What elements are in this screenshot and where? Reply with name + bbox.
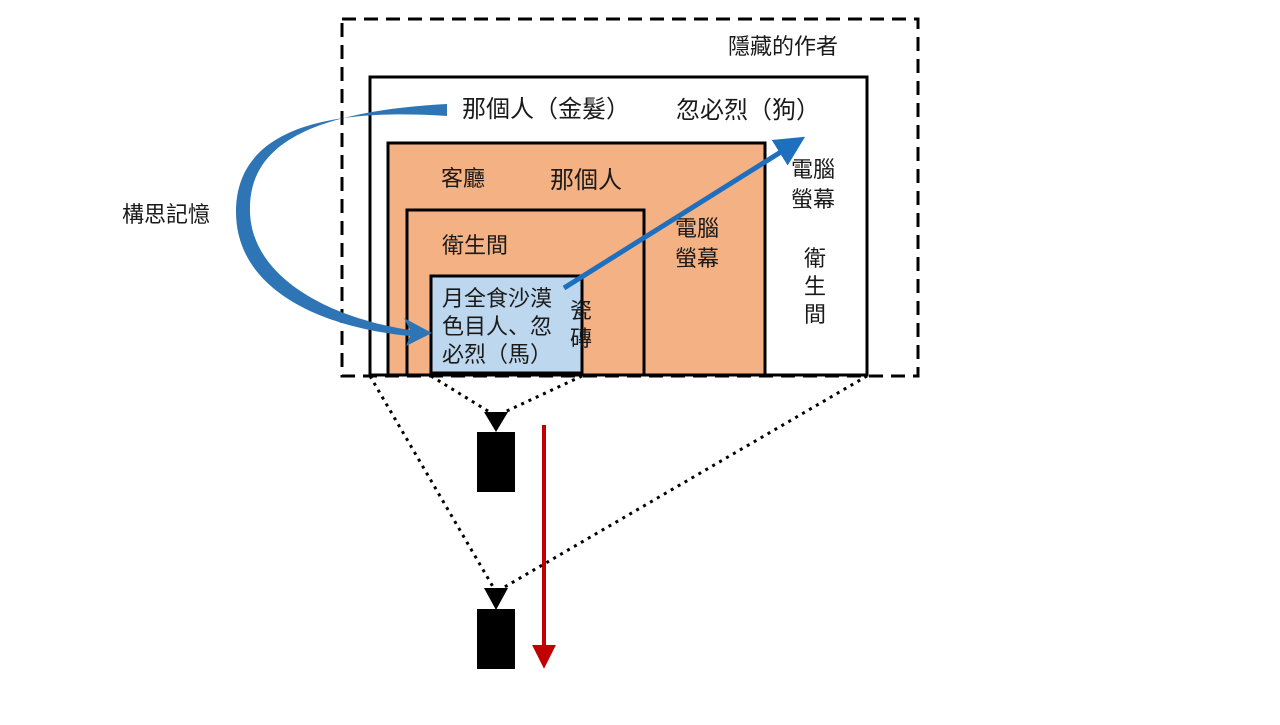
inner-text-line-2: 色目人、忽 xyxy=(442,315,552,340)
living-room-label: 客廳 xyxy=(441,167,485,192)
inner-text-line-3: 必烈（馬） xyxy=(442,343,552,368)
tiles-char-1: 瓷 xyxy=(570,299,592,324)
camera-icon xyxy=(477,588,515,669)
bathroom-outer-char-3: 間 xyxy=(804,303,826,328)
screen-inner-line-1: 電腦 xyxy=(675,217,719,242)
camera-icon xyxy=(477,412,515,492)
memory-label: 構思記憶 xyxy=(122,203,210,228)
bathroom-outer-char-2: 生 xyxy=(804,275,826,300)
dotted-line-1 xyxy=(430,374,497,418)
screen-outer-line-1: 電腦 xyxy=(791,158,835,183)
man-blond-label: 那個人（金髮） xyxy=(462,95,630,123)
tiles-char-2: 磚 xyxy=(570,327,592,352)
inner-story-box xyxy=(429,274,584,375)
memory-curve-arrow xyxy=(236,104,447,346)
bathroom-label: 衛生間 xyxy=(442,234,508,259)
dotted-line-2 xyxy=(495,374,583,418)
screen-outer-line-2: 螢幕 xyxy=(791,188,835,213)
hidden-author-label: 隱藏的作者 xyxy=(728,35,838,60)
blue-projection-arrow xyxy=(562,136,806,291)
that-person-label: 那個人 xyxy=(550,166,622,194)
dog-label: 忽必烈（狗） xyxy=(676,96,820,124)
dotted-line-4 xyxy=(495,374,868,594)
inner-text-line-1: 月全食沙漠 xyxy=(442,287,552,312)
dotted-line-3 xyxy=(368,375,498,593)
bathroom-outer-char-1: 衛 xyxy=(804,247,826,272)
screen-inner-line-2: 螢幕 xyxy=(675,247,719,272)
